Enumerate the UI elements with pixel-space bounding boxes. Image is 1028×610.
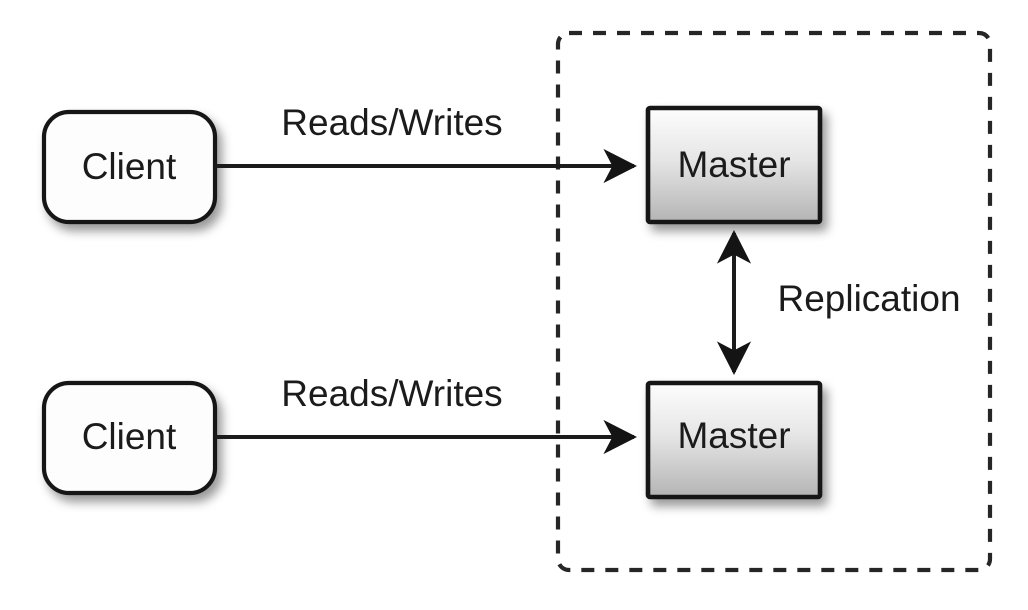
master-bottom-shape	[645, 380, 823, 500]
client-top-label: Client	[82, 146, 177, 187]
edge-label-reads-writes-bottom: Reads/Writes	[281, 373, 502, 414]
edge-client-bottom-to-master-bottom: Reads/Writes	[215, 373, 637, 455]
master-top-node[interactable]: Master	[645, 105, 823, 225]
edge-client-top-to-master-top: Reads/Writes	[215, 102, 637, 184]
edge-label-replication: Replication	[777, 278, 960, 319]
client-bottom-node[interactable]: Client	[41, 380, 218, 496]
replication-cluster-boundary	[555, 30, 993, 573]
client-top-node[interactable]: Client	[41, 109, 218, 225]
edge-label-reads-writes-top: Reads/Writes	[281, 102, 502, 143]
master-top-label: Master	[677, 144, 790, 185]
master-top-shape	[645, 105, 823, 225]
master-bottom-node[interactable]: Master	[645, 380, 823, 500]
client-bottom-label: Client	[82, 416, 177, 457]
master-bottom-label: Master	[677, 415, 790, 456]
edge-master-replication: Replication	[716, 230, 961, 375]
